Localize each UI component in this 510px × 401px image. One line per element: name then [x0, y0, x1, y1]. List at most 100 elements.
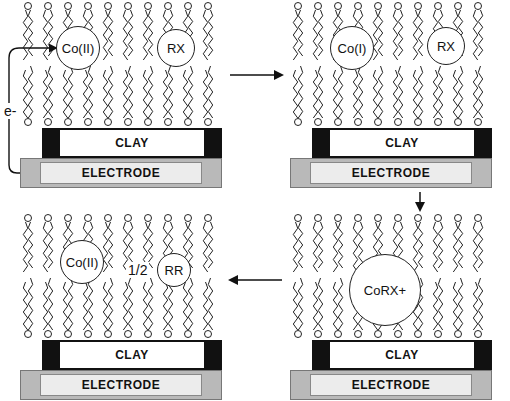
- lipid-tail: [438, 278, 442, 330]
- lipid-head: [435, 3, 442, 10]
- node-text: ELECTRODE: [310, 374, 472, 396]
- lipid-head: [65, 331, 72, 338]
- lipid-tail: [313, 282, 317, 330]
- lipid-tail: [418, 10, 422, 56]
- lipid-tail: [353, 222, 357, 272]
- lipid-tail: [28, 10, 32, 56]
- lipid-tail: [103, 222, 107, 272]
- electrode-plate: ELECTRODE: [20, 158, 222, 188]
- lipid-tail: [23, 10, 27, 60]
- lipid-tail: [208, 10, 212, 56]
- node-text: CLAY: [115, 136, 149, 150]
- clay-layer: CLAY: [312, 340, 492, 370]
- lipid-tail: [473, 282, 477, 330]
- lipid-head: [295, 119, 302, 126]
- lipid-tail: [358, 66, 362, 118]
- lipid-tail: [298, 10, 302, 56]
- electron-label: e-: [2, 103, 18, 119]
- species-circle: Co(II): [56, 26, 101, 71]
- species-circle: Co(II): [60, 240, 105, 285]
- lipid-head: [125, 215, 132, 222]
- lipid-tail: [143, 282, 147, 330]
- lipid-head: [125, 331, 132, 338]
- lipid-head: [65, 3, 72, 10]
- step-arrow: [230, 74, 282, 76]
- lipid-tail: [143, 10, 147, 60]
- lipid-tail: [413, 10, 417, 60]
- lipid-head: [25, 119, 32, 126]
- lipid-head: [85, 119, 92, 126]
- lipid-head: [415, 215, 422, 222]
- lipid-tail: [48, 66, 52, 118]
- lipid-tail: [438, 66, 442, 118]
- node-text: ELECTRODE: [40, 374, 202, 396]
- lipid-tail: [203, 70, 207, 118]
- lipid-tail: [418, 66, 422, 118]
- node-text: Co(II): [66, 255, 99, 270]
- lipid-tail: [473, 70, 477, 118]
- lipid-tail: [458, 222, 462, 268]
- lipid-head: [205, 3, 212, 10]
- lipid-head: [375, 119, 382, 126]
- lipid-head: [45, 3, 52, 10]
- lipid-tail: [23, 282, 27, 330]
- lipid-head: [65, 119, 72, 126]
- node-text: Co(II): [62, 41, 95, 56]
- lipid-tail: [393, 70, 397, 118]
- lipid-head: [375, 215, 382, 222]
- lipid-head: [415, 119, 422, 126]
- lipid-tail: [298, 278, 302, 330]
- lipid-head: [415, 331, 422, 338]
- lipid-tail: [413, 222, 417, 272]
- lipid-tail: [398, 10, 402, 56]
- lipid-tail: [453, 282, 457, 330]
- lipid-tail: [203, 282, 207, 330]
- clay-layer: CLAY: [42, 128, 222, 158]
- lipid-tail: [338, 66, 342, 118]
- lipid-tail: [23, 70, 27, 118]
- species-circle: Co(I): [330, 26, 374, 70]
- lipid-head: [435, 215, 442, 222]
- lipid-tail: [453, 70, 457, 118]
- lipid-tail: [338, 222, 342, 268]
- lipid-head: [375, 331, 382, 338]
- lipid-tail: [48, 278, 52, 330]
- lipid-tail: [188, 278, 192, 330]
- step-arrow: [419, 192, 421, 210]
- lipid-head: [25, 215, 32, 222]
- lipid-head: [105, 215, 112, 222]
- lipid-head: [395, 331, 402, 338]
- lipid-head: [475, 3, 482, 10]
- lipid-tail: [28, 66, 32, 118]
- lipid-head: [145, 119, 152, 126]
- lipid-tail: [88, 66, 92, 118]
- lipid-head: [395, 119, 402, 126]
- node-text: CLAY: [385, 136, 419, 150]
- lipid-head: [415, 3, 422, 10]
- lipid-bilayer: [23, 3, 482, 338]
- lipid-tail: [128, 10, 132, 56]
- lipid-head: [315, 331, 322, 338]
- lipid-tail: [333, 70, 337, 118]
- lipid-tail: [478, 66, 482, 118]
- lipid-tail: [103, 70, 107, 118]
- lipid-head: [295, 3, 302, 10]
- lipid-head: [455, 3, 462, 10]
- electrode-plate: ELECTRODE: [20, 370, 222, 400]
- lipid-tail: [63, 70, 67, 118]
- lipid-tail: [88, 278, 92, 330]
- lipid-head: [355, 119, 362, 126]
- lipid-tail: [473, 10, 477, 60]
- lipid-head: [185, 331, 192, 338]
- lipid-head: [85, 331, 92, 338]
- species-circle: RR: [157, 253, 191, 287]
- clay-layer: CLAY: [312, 128, 492, 158]
- lipid-tail: [48, 10, 52, 56]
- lipid-tail: [208, 278, 212, 330]
- lipid-tail: [318, 222, 322, 268]
- lipid-head: [375, 3, 382, 10]
- lipid-tail: [183, 282, 187, 330]
- lipid-head: [25, 3, 32, 10]
- lipid-tail: [43, 282, 47, 330]
- lipid-tail: [108, 222, 112, 268]
